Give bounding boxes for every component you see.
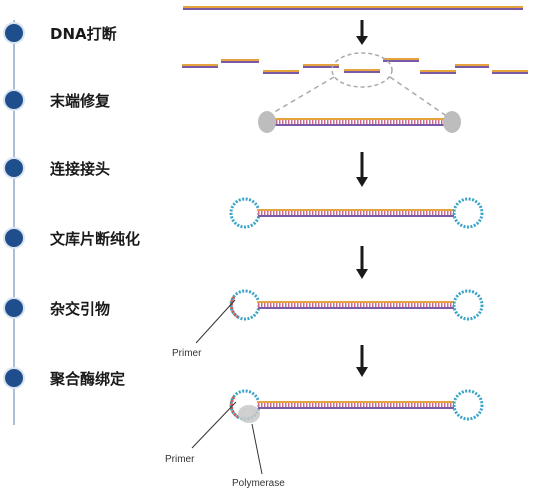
step-6: 聚合酶绑定 [3,367,125,389]
zoom-ellipse [331,52,393,88]
step-label: 文库片断纯化 [50,230,140,248]
step-label: 连接接头 [50,160,110,178]
step-dot [3,227,25,249]
polymerase-bound-library [229,389,484,423]
step-4: 文库片断纯化 [3,227,140,249]
polymerase-blob [238,405,260,423]
primer-pointer [191,401,237,449]
down-arrow [356,20,368,45]
adapter-loop [229,197,261,229]
end-repaired-fragment [258,111,461,133]
polymerase-pointer [251,423,263,475]
long-dna-strand [183,6,523,10]
step-dot [3,89,25,111]
step-label: DNA打断 [50,25,117,43]
smrtbell-library [229,197,484,229]
primer-hybridized-library [229,289,484,321]
step-2: 末端修复 [3,89,111,111]
step-5: 杂交引物 [3,297,110,319]
primer-strand [229,296,239,319]
adapter-loop [452,389,484,421]
step-list: DNA打断 末端修复 连接接头 文库片断纯化 杂交引物 聚合酶绑定 [3,22,140,389]
step-label: 末端修复 [50,92,111,110]
step-label: 杂交引物 [50,300,110,318]
primer-pointer [195,299,236,344]
dna-fragments [182,58,528,74]
step-dot [3,22,25,44]
primer-label: Primer [172,348,202,359]
step-dot [3,157,25,179]
step-label: 聚合酶绑定 [49,370,125,388]
down-arrow [356,152,368,187]
adapter-loop [452,197,484,229]
step-1: DNA打断 [3,22,117,44]
primer-label: Primer [165,454,195,465]
adapter-loop [452,289,484,321]
step-dot [3,297,25,319]
polymerase-label: Polymerase [232,478,285,489]
zoom-line [265,76,335,118]
down-arrow [356,345,368,377]
end-cap [443,111,461,133]
step-3: 连接接头 [3,157,110,179]
down-arrow [356,246,368,279]
zoom-line [389,76,449,118]
step-dot [3,367,25,389]
primer-strand [229,396,239,419]
end-cap [258,111,276,133]
